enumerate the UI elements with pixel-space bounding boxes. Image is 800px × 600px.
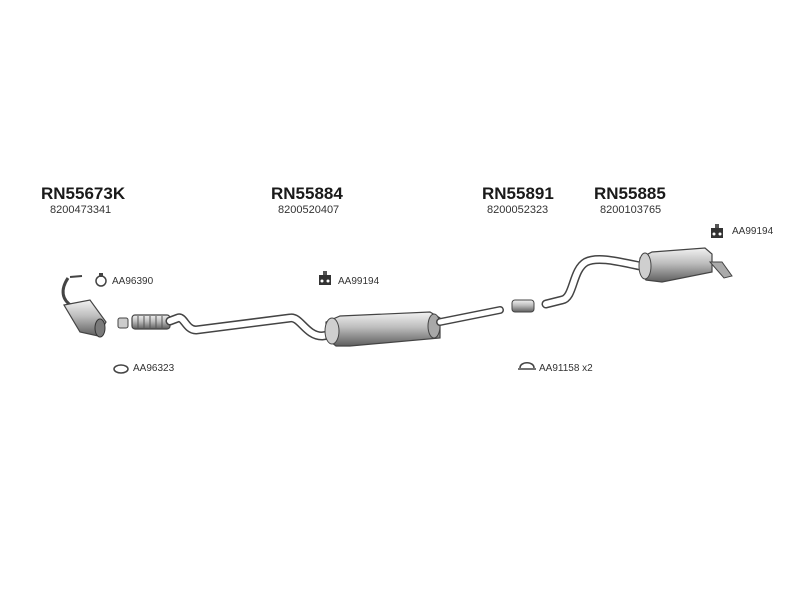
- rubber-hanger-icon: [319, 271, 331, 285]
- part-code-catalyst: RN55673K: [41, 184, 126, 203]
- gasket-ring-icon: [113, 364, 129, 374]
- accessory-label-hanger-middle: AA99194: [338, 276, 380, 287]
- accessory-label-u-bolt: AA91158 x2: [539, 363, 593, 374]
- middle-silencer: [324, 311, 441, 347]
- clamp-ring-icon: [95, 273, 107, 287]
- rubber-hanger-icon: [711, 224, 723, 238]
- accessory-label-gasket: AA96323: [133, 363, 175, 374]
- part-code-rear-silencer: RN55885: [594, 184, 666, 203]
- u-bolt-clamp-icon: [518, 361, 536, 370]
- flex-pipe: [117, 314, 171, 330]
- part-oem-catalyst: 8200473341: [50, 204, 112, 216]
- part-code-middle-silencer: RN55884: [271, 184, 343, 203]
- accessory-label-hanger-rear: AA99194: [732, 226, 774, 237]
- rear-silencer: [638, 247, 733, 283]
- part-code-connector-pipe: RN55891: [482, 184, 554, 203]
- catalytic-converter: [61, 275, 107, 338]
- part-oem-rear-silencer: 8200103765: [600, 204, 662, 216]
- part-oem-connector-pipe: 8200052323: [487, 204, 549, 216]
- connector-sleeve: [511, 299, 535, 313]
- accessory-label-clamp: AA96390: [112, 276, 154, 287]
- part-oem-middle-silencer: 8200520407: [278, 204, 340, 216]
